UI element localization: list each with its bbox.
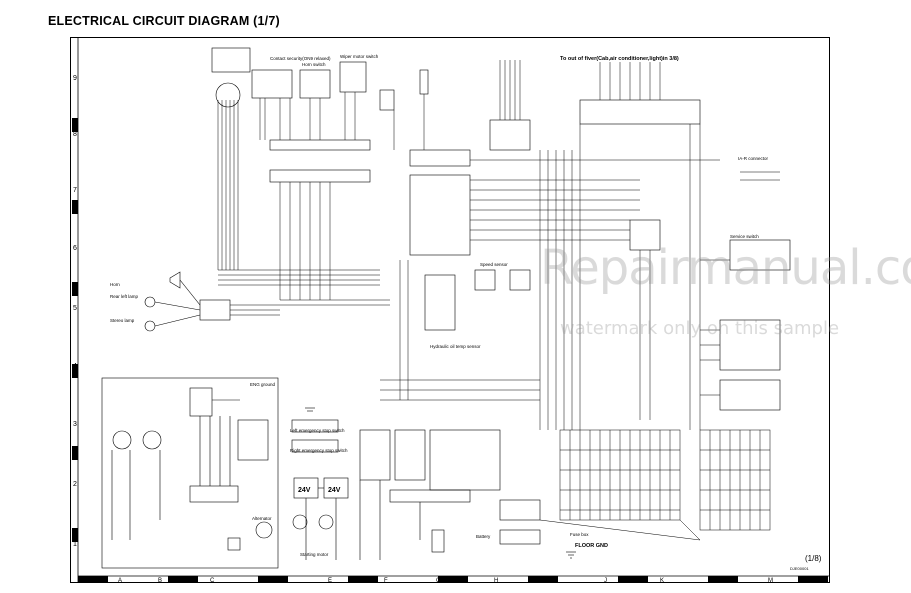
svg-text:A: A [118, 578, 122, 584]
row-number: 7 [73, 187, 77, 194]
page-title: ELECTRICAL CIRCUIT DIAGRAM (1/7) [48, 14, 280, 28]
row-number: 2 [73, 481, 77, 488]
row-numbers: 9 8 7 6 5 4 3 2 1 [73, 75, 77, 548]
upper-left-cluster [211, 47, 371, 183]
starting-motor-label: Starting motor [300, 552, 329, 557]
left-emergency-stop-label: Left emergency stop switch [290, 428, 345, 433]
wire-bundle-upper-left [217, 92, 390, 306]
horn-label: Horn [110, 282, 120, 287]
ground-symbols [305, 407, 576, 559]
left-ruler [72, 37, 79, 583]
horn-switch-label: Horn switch [302, 62, 326, 67]
svg-text:C: C [210, 578, 215, 584]
bottom-ruler [78, 575, 830, 583]
column-letters: A B C D E F G H I J K L M N [118, 578, 824, 584]
wiper-motor-switch-label: Wiper motor switch [340, 54, 379, 59]
battery-voltage-1: 24V [298, 487, 311, 494]
svg-text:L: L [716, 578, 720, 584]
lamp-group [144, 271, 280, 332]
floor-gnd-label: FLOOR GND [575, 543, 608, 549]
top-right-header: To out of fiver(Cab,air conditioner,ligh… [560, 56, 679, 62]
row-number: 3 [73, 421, 77, 428]
engine-ground-label: ENG ground [250, 382, 276, 387]
row-number: 8 [73, 131, 77, 138]
speed-sensor-label: Speed sensor [480, 262, 508, 267]
svg-text:N: N [820, 578, 824, 584]
battery-voltage-2: 24V [328, 487, 341, 494]
engine-section [101, 377, 279, 569]
svg-text:H: H [494, 578, 498, 584]
svg-text:M: M [768, 578, 773, 584]
svg-text:E: E [328, 578, 332, 584]
right-emergency-stop-label: Right emergency stop switch [290, 448, 348, 453]
row-number: 5 [73, 305, 77, 312]
battery-label: Battery [476, 534, 491, 539]
service-switch-label: Service switch [730, 234, 759, 239]
svg-text:J: J [604, 578, 607, 584]
page-indicator: (1/8) [805, 554, 822, 563]
watermark-subtext: watermark only on this sample [560, 318, 840, 339]
ia-connector-label: IA-R connector [738, 156, 769, 161]
contact-security-label: Contact security(ON9 relaxed) [270, 56, 331, 61]
wire-runs-center [380, 60, 780, 430]
watermark: Repairmanual.com [540, 240, 911, 296]
svg-text:F: F [384, 578, 388, 584]
row-number: 1 [73, 541, 77, 548]
svg-text:D: D [268, 578, 273, 584]
alternator-label: Alternator [252, 516, 272, 521]
stereo-lamp-label: Stereo lamp [110, 318, 135, 323]
row-number: 9 [73, 75, 77, 82]
lower-right-connectors [539, 429, 771, 541]
drawing-code: DJE00001 [790, 566, 809, 571]
fuse-box-label: Fuse box [570, 532, 589, 537]
battery-section [291, 419, 541, 560]
row-number: 4 [73, 363, 77, 370]
rear-left-lamp-label: Rear left lamp [110, 294, 139, 299]
svg-text:G: G [436, 578, 441, 584]
hydraulic-oil-label: Hydraulic oil temp sensor [430, 344, 481, 349]
svg-text:B: B [158, 578, 162, 584]
svg-text:K: K [660, 578, 664, 584]
svg-text:I: I [552, 578, 554, 584]
row-number: 6 [73, 245, 77, 252]
